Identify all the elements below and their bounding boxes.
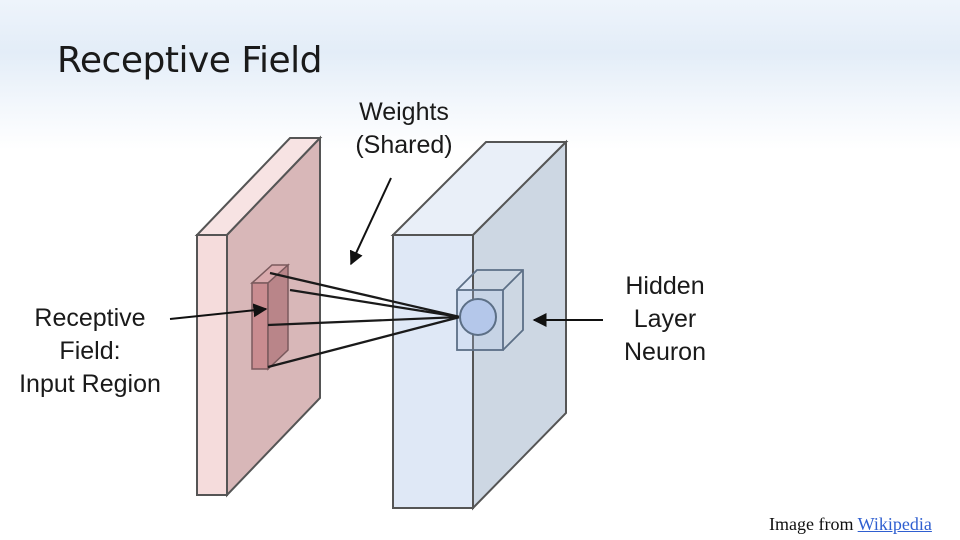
receptive-field-label: Receptive Field: Input Region [4, 302, 176, 401]
weight-connections [267, 271, 461, 369]
input-volume-side [196, 234, 228, 496]
hidden-layer-neuron-label: Hidden Layer Neuron [600, 270, 730, 369]
hidden-layer-volume [390, 139, 569, 511]
weights-arrow [349, 177, 392, 266]
hidden-volume-front [392, 234, 474, 509]
credit-prefix: Image from [769, 514, 854, 534]
image-credit: Image from Wikipedia [769, 514, 932, 535]
hidden-label-line: Layer [633, 305, 697, 333]
neuron-circle [459, 298, 497, 336]
wikipedia-link[interactable]: Wikipedia [857, 514, 932, 534]
receptive-label-line: Input Region [19, 370, 161, 398]
weights-label-line: Weights [359, 98, 449, 126]
slide-title: Receptive Field [57, 40, 322, 81]
hidden-label-line: Neuron [624, 338, 706, 366]
receptive-label-line: Receptive [34, 304, 146, 332]
weights-shared-label: Weights (Shared) [340, 96, 468, 162]
receptive-field-region [250, 263, 290, 371]
receptive-label-line: Field: [59, 337, 121, 365]
header-background [0, 0, 960, 150]
hidden-label-line: Hidden [625, 272, 705, 300]
receptive-field-arrow [169, 303, 268, 320]
weights-label-line: (Shared) [355, 131, 453, 159]
